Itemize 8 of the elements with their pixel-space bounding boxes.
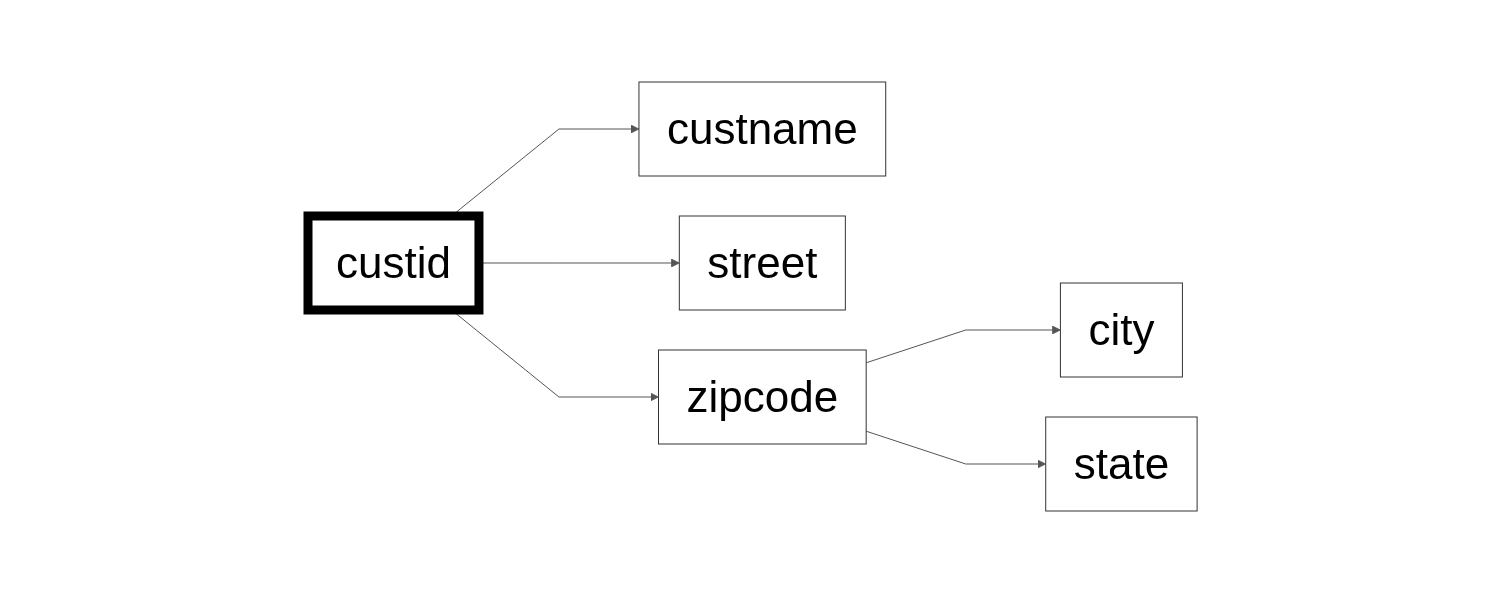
node-box: custid bbox=[303, 211, 484, 314]
node-box: state bbox=[1045, 416, 1198, 511]
node-box: custname bbox=[638, 81, 887, 176]
arrow bbox=[865, 325, 1061, 363]
node-box: zipcode bbox=[657, 349, 867, 444]
node-box: street bbox=[678, 215, 846, 310]
node-box: city bbox=[1059, 282, 1183, 377]
arrow bbox=[865, 430, 1047, 468]
